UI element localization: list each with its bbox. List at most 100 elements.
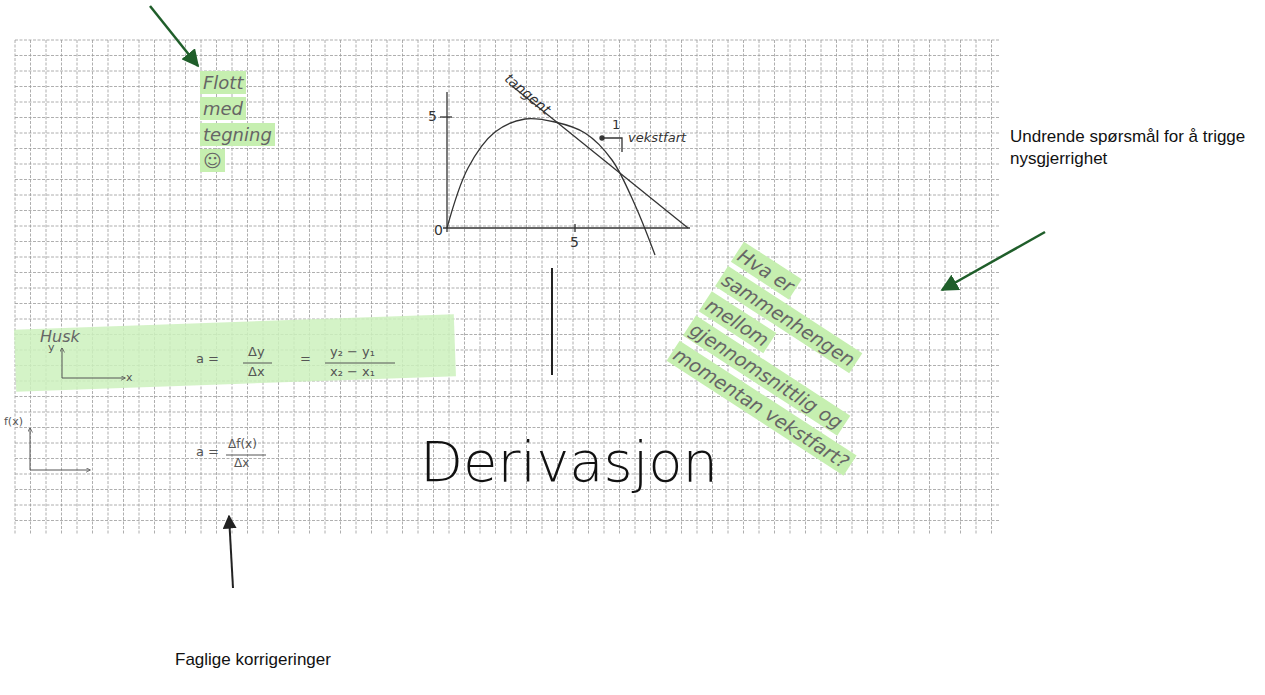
grid-line bbox=[371, 40, 372, 535]
grid-line bbox=[92, 40, 93, 535]
grid-line bbox=[387, 40, 388, 535]
formula-part: Δx bbox=[234, 457, 249, 471]
grid-line bbox=[15, 303, 1000, 304]
text: x₂ − x₁ bbox=[330, 364, 375, 379]
text: 5 bbox=[570, 234, 579, 250]
text: Undrende spørsmål for å trigge nysgjerri… bbox=[1010, 127, 1245, 168]
grid-line bbox=[170, 40, 171, 535]
grid-line bbox=[914, 40, 915, 535]
grid-line bbox=[61, 40, 62, 535]
grid-line bbox=[883, 40, 884, 535]
grid-line bbox=[15, 148, 1000, 149]
graph-label: tangent bbox=[502, 70, 554, 118]
grid-line bbox=[263, 40, 264, 535]
highlight-band bbox=[14, 314, 456, 391]
grid-line bbox=[77, 40, 78, 535]
formula-part: = bbox=[300, 352, 311, 367]
text: Faglige korrigeringer bbox=[175, 650, 331, 669]
annotation-label: Faglige korrigeringer bbox=[175, 650, 331, 670]
grid-line bbox=[154, 40, 155, 535]
grid-line bbox=[15, 195, 1000, 196]
text: Husk bbox=[40, 327, 80, 346]
grid-paper bbox=[15, 40, 1000, 535]
grid-line bbox=[15, 71, 1000, 72]
heading-word: Derivasjon bbox=[420, 430, 718, 494]
grid-line bbox=[15, 210, 1000, 211]
grid-line bbox=[15, 55, 1000, 56]
text: 1 bbox=[612, 117, 620, 132]
axis-tick bbox=[574, 224, 575, 232]
annotation-label: Undrende spørsmål for å trigge nysgjerri… bbox=[1010, 126, 1255, 170]
text: Δy bbox=[248, 344, 265, 359]
y-axis bbox=[446, 92, 447, 232]
grid-line bbox=[15, 427, 1000, 428]
formula-part: a = bbox=[196, 352, 219, 367]
fraction-bar bbox=[226, 363, 395, 455]
reminder-note: Husk bbox=[40, 328, 80, 346]
text: y₂ − y₁ bbox=[330, 344, 375, 359]
grid-line bbox=[309, 40, 310, 535]
grid-line bbox=[356, 40, 357, 535]
grid-line bbox=[15, 102, 1000, 103]
formula-part: a = bbox=[196, 445, 219, 460]
text: 5 bbox=[428, 108, 437, 124]
vertical-stroke bbox=[551, 268, 553, 375]
axis-number: 5 bbox=[428, 108, 437, 124]
axis-letter: x bbox=[126, 372, 133, 385]
grid-line bbox=[402, 40, 403, 535]
grid-line bbox=[15, 505, 1000, 506]
text: vekstfart bbox=[628, 130, 686, 145]
grid-line bbox=[185, 40, 186, 535]
formula-part: Δy bbox=[248, 345, 265, 360]
grid-line bbox=[418, 40, 419, 535]
grid-line bbox=[123, 40, 124, 535]
text: tangent bbox=[502, 70, 554, 117]
grid-line bbox=[340, 40, 341, 535]
text: Δx bbox=[234, 456, 249, 470]
parabola-curve bbox=[447, 119, 655, 255]
text: a = bbox=[196, 444, 219, 459]
grid-line bbox=[15, 117, 1000, 118]
slope-number: 1 bbox=[612, 118, 620, 133]
grid-line bbox=[15, 520, 1000, 521]
grid-line bbox=[325, 40, 326, 535]
slope-triangle bbox=[602, 138, 622, 152]
text: Δx bbox=[248, 364, 265, 379]
grid-line bbox=[278, 40, 279, 535]
grid-line bbox=[15, 412, 1000, 413]
grid-line bbox=[805, 40, 806, 535]
grid-line bbox=[960, 40, 961, 535]
axis-number: 5 bbox=[570, 234, 579, 250]
grid-line bbox=[15, 133, 1000, 134]
text: y bbox=[48, 341, 55, 354]
text: Δf(x) bbox=[228, 437, 257, 451]
grid-line bbox=[15, 40, 1000, 41]
grid-line bbox=[991, 40, 992, 535]
grid-line bbox=[15, 396, 1000, 397]
text: x bbox=[126, 371, 133, 384]
grid-line bbox=[15, 288, 1000, 289]
formula-part: Δf(x) bbox=[228, 438, 257, 452]
praise-note: Flott med tegning ☺ bbox=[200, 70, 275, 174]
graph-label: vekstfart bbox=[628, 131, 686, 146]
text: = bbox=[300, 351, 311, 366]
grid-line bbox=[108, 40, 109, 535]
grid-line bbox=[867, 40, 868, 535]
formula-part: x₂ − x₁ bbox=[330, 365, 375, 380]
grid-line bbox=[46, 40, 47, 535]
tangent-point bbox=[600, 136, 604, 140]
text: Flott med tegning ☺ bbox=[200, 71, 275, 172]
grid-line bbox=[294, 40, 295, 535]
formula-part: y₂ − y₁ bbox=[330, 345, 375, 360]
axis-tick bbox=[440, 116, 452, 117]
grid-line bbox=[139, 40, 140, 535]
axis-number: 0 bbox=[434, 222, 443, 238]
grid-line bbox=[15, 257, 1000, 258]
text: 0 bbox=[434, 222, 443, 238]
x-axis bbox=[443, 227, 690, 228]
annotation-arrow bbox=[229, 516, 233, 588]
grid-line bbox=[15, 40, 16, 535]
grid-line bbox=[30, 40, 31, 535]
grid-line bbox=[15, 319, 1000, 320]
